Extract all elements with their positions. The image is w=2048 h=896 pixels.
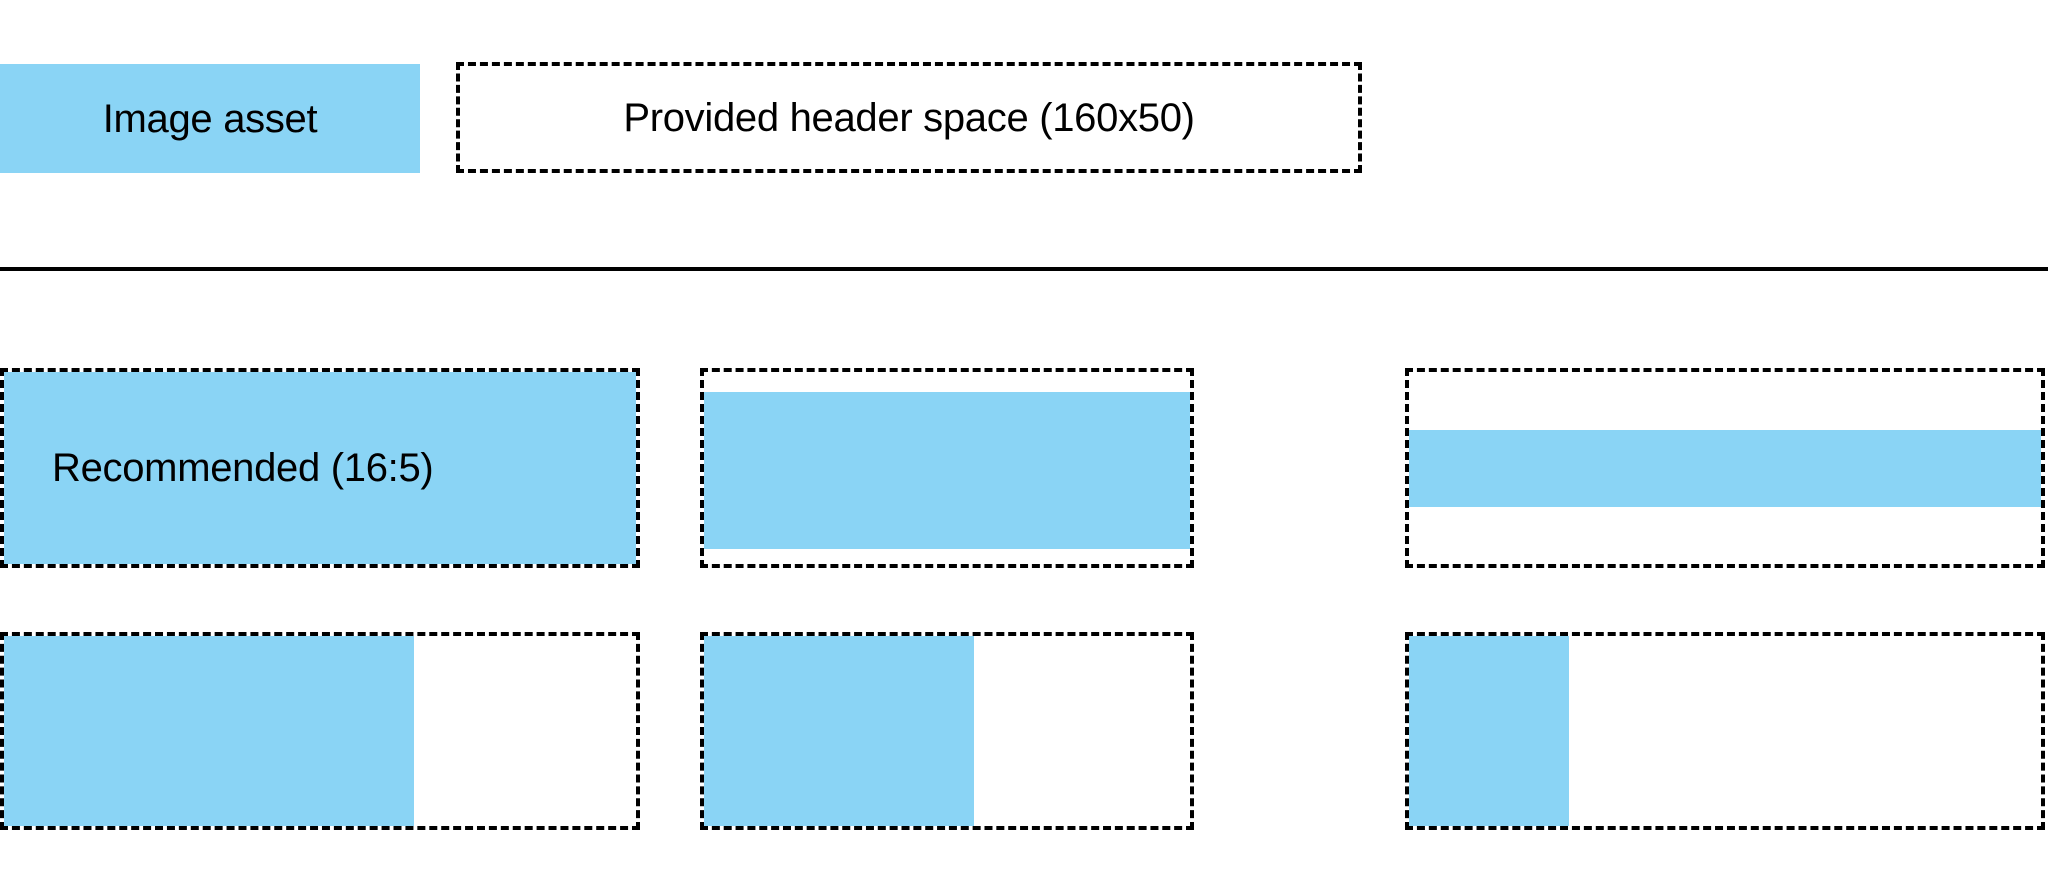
- ratio-cell-r1c2: [700, 368, 1194, 568]
- ratio-cell-r2c1: [0, 632, 640, 830]
- image-asset-label: Image asset: [102, 96, 318, 141]
- image-asset-swatch: Image asset: [0, 64, 420, 173]
- header-band: Image asset Provided header space (160x5…: [0, 0, 2048, 271]
- section-divider: [0, 267, 2048, 271]
- ratio-fill-r2c3: [1409, 636, 1569, 826]
- ratio-fill-r1c1: [4, 372, 636, 564]
- ratio-cell-r2c3: [1405, 632, 2045, 830]
- ratio-fill-r1c3: [1409, 430, 2041, 507]
- ratio-cell-r1c1: Recommended (16:5): [0, 368, 640, 568]
- ratio-cell-r1c3: [1405, 368, 2045, 568]
- recommended-ratio-label: Recommended (16:5): [52, 446, 434, 490]
- ratio-fill-r2c1: [4, 636, 414, 826]
- ratio-fill-r2c2: [704, 636, 974, 826]
- provided-header-space-label: Provided header space (160x50): [623, 95, 1195, 140]
- aspect-ratio-grid: Recommended (16:5): [0, 268, 2048, 896]
- provided-header-space-box: Provided header space (160x50): [456, 62, 1362, 173]
- ratio-fill-r1c2: [704, 392, 1190, 549]
- ratio-cell-r2c2: [700, 632, 1194, 830]
